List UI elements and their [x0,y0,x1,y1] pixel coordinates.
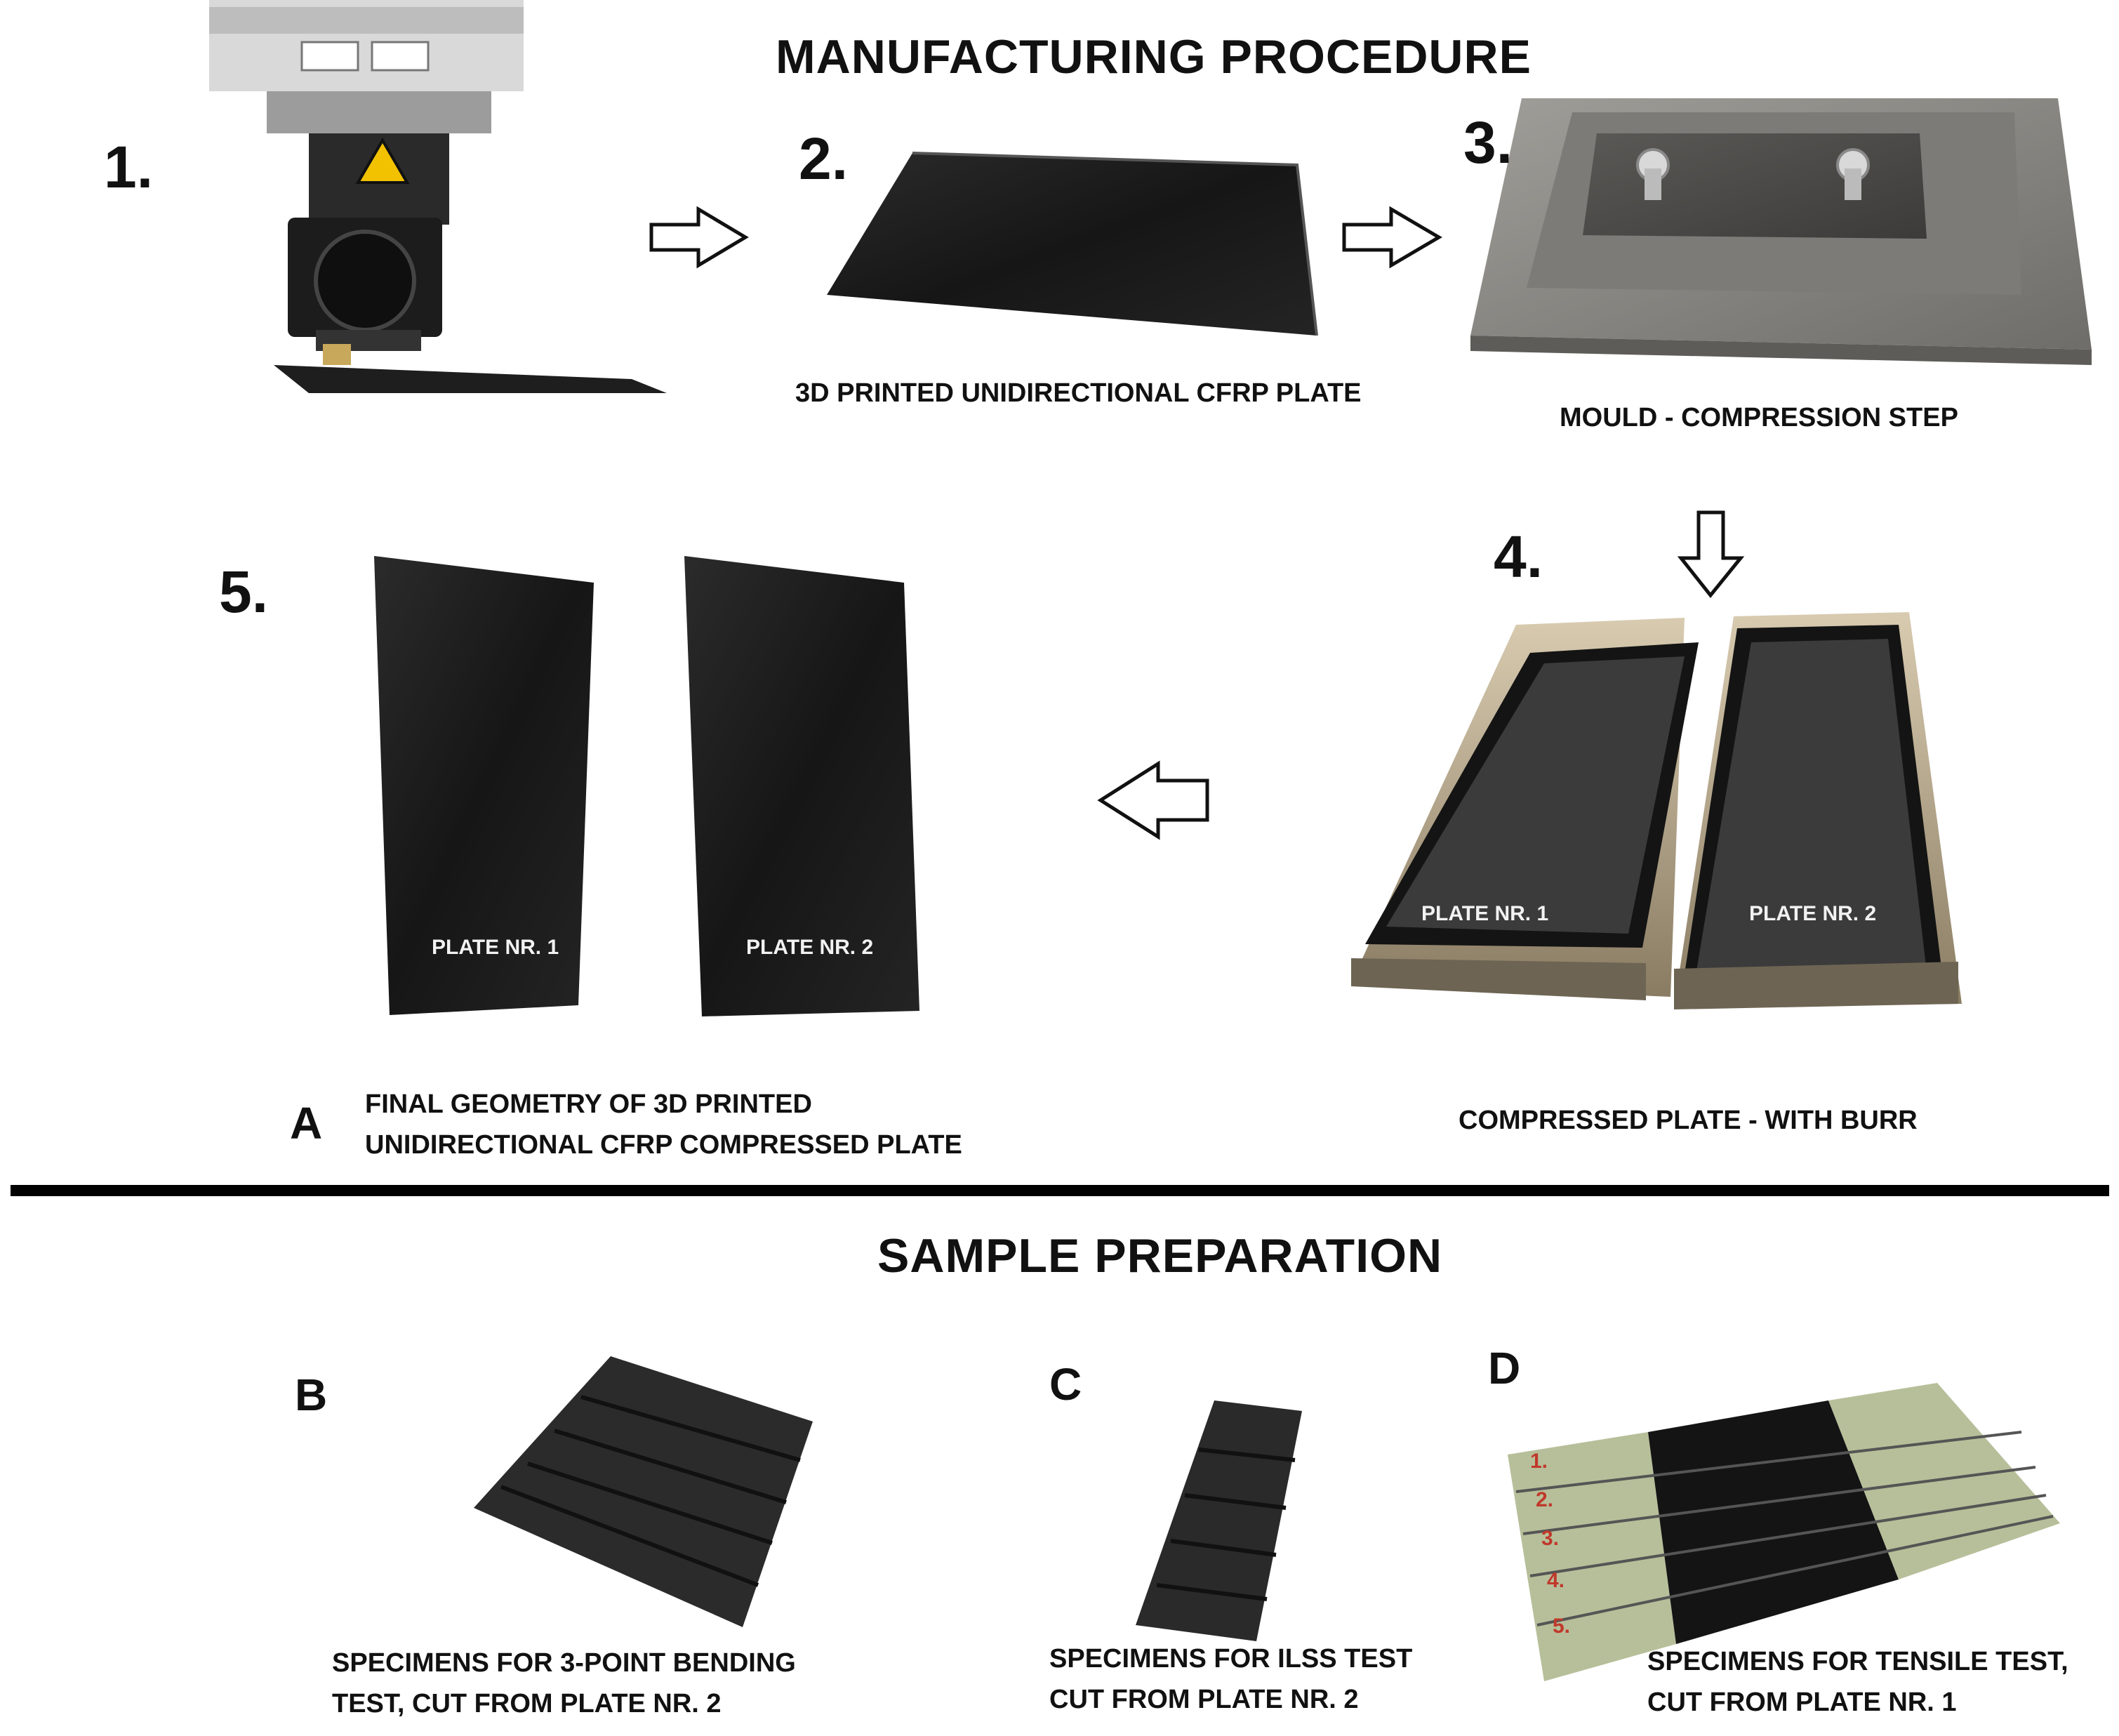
arrow-down-icon [1677,510,1745,598]
panel-a-caption-line-1: FINAL GEOMETRY OF 3D PRINTED [365,1089,812,1119]
step-5-plate-1-label: PLATE NR. 1 [432,936,559,959]
manufacturing-title: MANUFACTURING PROCEDURE [776,30,1532,84]
arrow-right-icon [649,206,749,269]
printer-head-image [209,0,667,393]
step-2-caption: 3D PRINTED UNIDIRECTIONAL CFRP PLATE [795,378,1362,408]
tensile-specimen-mark: 1. [1530,1450,1548,1473]
tensile-specimen-mark: 3. [1541,1527,1560,1550]
panel-b-caption-line-1: SPECIMENS FOR 3-POINT BENDING [332,1648,796,1678]
panel-c-caption-line-2: CUT FROM PLATE NR. 2 [1049,1685,1359,1714]
step-number-2: 2. [799,126,849,192]
step-5-plate-2-label: PLATE NR. 2 [746,936,874,959]
section-divider [11,1185,2109,1196]
step-4-caption: COMPRESSED PLATE - WITH BURR [1459,1106,1918,1135]
panel-d-caption-line-2: CUT FROM PLATE NR. 1 [1647,1688,1957,1717]
final-plate-2-image [684,556,919,1016]
step-number-1: 1. [104,134,154,200]
panel-b-letter: B [295,1370,328,1420]
step-3-caption: MOULD - COMPRESSION STEP [1560,403,1958,432]
cooling-fan-icon [314,230,416,332]
step-number-3: 3. [1463,110,1513,175]
step-4-plate-1-label: PLATE NR. 1 [1421,902,1549,925]
tensile-specimens-image [1508,1383,2060,1681]
compression-mould-image [1470,98,2092,365]
hot-surface-warning-icon [355,138,410,184]
sample-preparation-title: SAMPLE PREPARATION [877,1229,1443,1283]
panel-c-caption-line-1: SPECIMENS FOR ILSS TEST [1049,1644,1413,1674]
panel-d-caption-line-1: SPECIMENS FOR TENSILE TEST, [1647,1647,2068,1676]
panel-a-letter: A [290,1098,323,1148]
step-number-5: 5. [219,559,269,625]
arrow-right-icon [1342,206,1442,269]
panel-b-caption-line-2: TEST, CUT FROM PLATE NR. 2 [332,1689,722,1718]
step-number-4: 4. [1494,524,1543,590]
final-plate-1-image [374,556,594,1015]
compressed-plates-image [1351,612,1962,1009]
step-4-plate-2-label: PLATE NR. 2 [1749,902,1877,925]
tensile-specimen-mark: 4. [1547,1569,1565,1592]
panel-c-letter: C [1049,1359,1082,1410]
printed-cfrp-plate-image [827,153,1317,336]
panel-d-letter: D [1488,1343,1521,1393]
bending-specimens-image [474,1356,813,1627]
tensile-specimen-mark: 2. [1536,1488,1554,1511]
panel-a-caption-line-2: UNIDIRECTIONAL CFRP COMPRESSED PLATE [365,1130,962,1160]
arrow-left-icon [1097,760,1209,840]
ilss-specimens-image [1136,1400,1302,1641]
tensile-specimen-mark: 5. [1553,1615,1571,1638]
